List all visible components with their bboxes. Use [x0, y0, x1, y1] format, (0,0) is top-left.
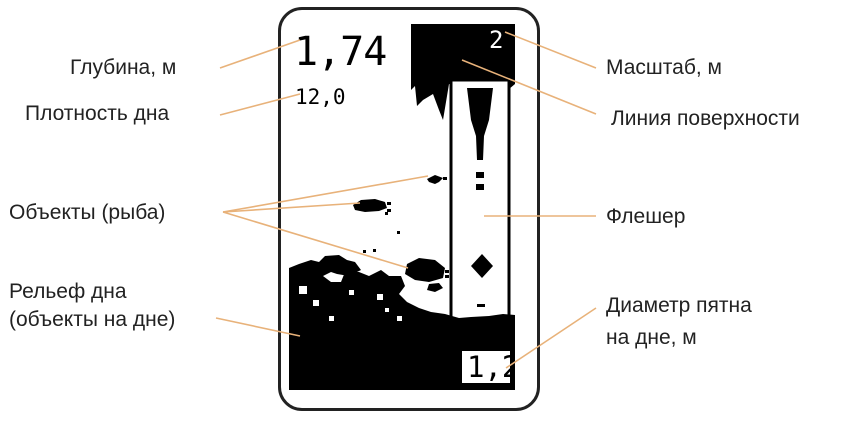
callout-flasher: Флешер [606, 205, 686, 228]
relief-gap [397, 316, 402, 321]
fish-cluster [405, 258, 445, 282]
relief-gap [377, 294, 383, 300]
flasher-bottom-diamond [471, 254, 493, 278]
surface-line-mark [467, 88, 493, 160]
leader-fish-2 [222, 202, 361, 213]
fish-echo [427, 175, 443, 184]
leader-fish-3 [222, 211, 409, 269]
scale-readout: 2 [489, 26, 504, 54]
callout-scale: Масштаб, м [606, 56, 722, 79]
leader-depth [219, 39, 301, 69]
leader-surface-line [461, 59, 597, 115]
fish-echo [353, 199, 387, 212]
fish-echo-tail [387, 202, 391, 205]
callout-bottom-density: Плотность дна [25, 102, 170, 125]
relief-gap [329, 316, 334, 321]
callout-surface-line: Линия поверхности [611, 107, 800, 130]
relief-gap [313, 300, 319, 306]
noise-dot [397, 231, 400, 234]
fish-cluster-tail [445, 270, 449, 273]
callout-spot-diameter-line2: на дне, м [606, 326, 697, 349]
flasher-mark [476, 172, 484, 178]
leader-scale [504, 31, 597, 69]
sonar-picture [289, 24, 515, 390]
spot-diameter-box: 1,2 [459, 348, 515, 386]
depth-readout: 1,74 [294, 29, 387, 75]
leader-spot-diameter [505, 307, 597, 369]
callout-depth: Глубина, м [70, 56, 177, 79]
flasher-mark [476, 184, 484, 190]
sonar-display: 1,74 12,0 2 1,2 [289, 24, 515, 390]
fish-cluster-tail [445, 275, 449, 278]
fish-echo [427, 283, 443, 292]
noise-dot [363, 250, 366, 253]
noise-dot [373, 249, 376, 252]
leader-bottom-density [219, 93, 301, 116]
bottom-relief [289, 255, 515, 390]
fish-echo-tail [443, 177, 447, 180]
relief-gap [299, 286, 307, 294]
callout-spot-diameter-line1: Диаметр пятна [606, 294, 752, 317]
callout-fish: Объекты (рыба) [9, 201, 166, 224]
leader-lines [215, 31, 597, 369]
leader-fish-1 [222, 175, 429, 213]
callout-bottom-relief-line2: (объекты на дне) [9, 308, 176, 331]
relief-gap [349, 290, 354, 295]
bottom-density-readout: 12,0 [295, 85, 346, 109]
leader-bottom-relief [215, 317, 301, 337]
screen-bottom-strip [289, 376, 515, 390]
relief-gap [385, 308, 389, 312]
flasher-mark [477, 304, 485, 307]
noise-dot [385, 212, 388, 215]
fish-echo-tail [387, 209, 391, 212]
callout-bottom-relief-line1: Рельеф дна [9, 280, 127, 303]
